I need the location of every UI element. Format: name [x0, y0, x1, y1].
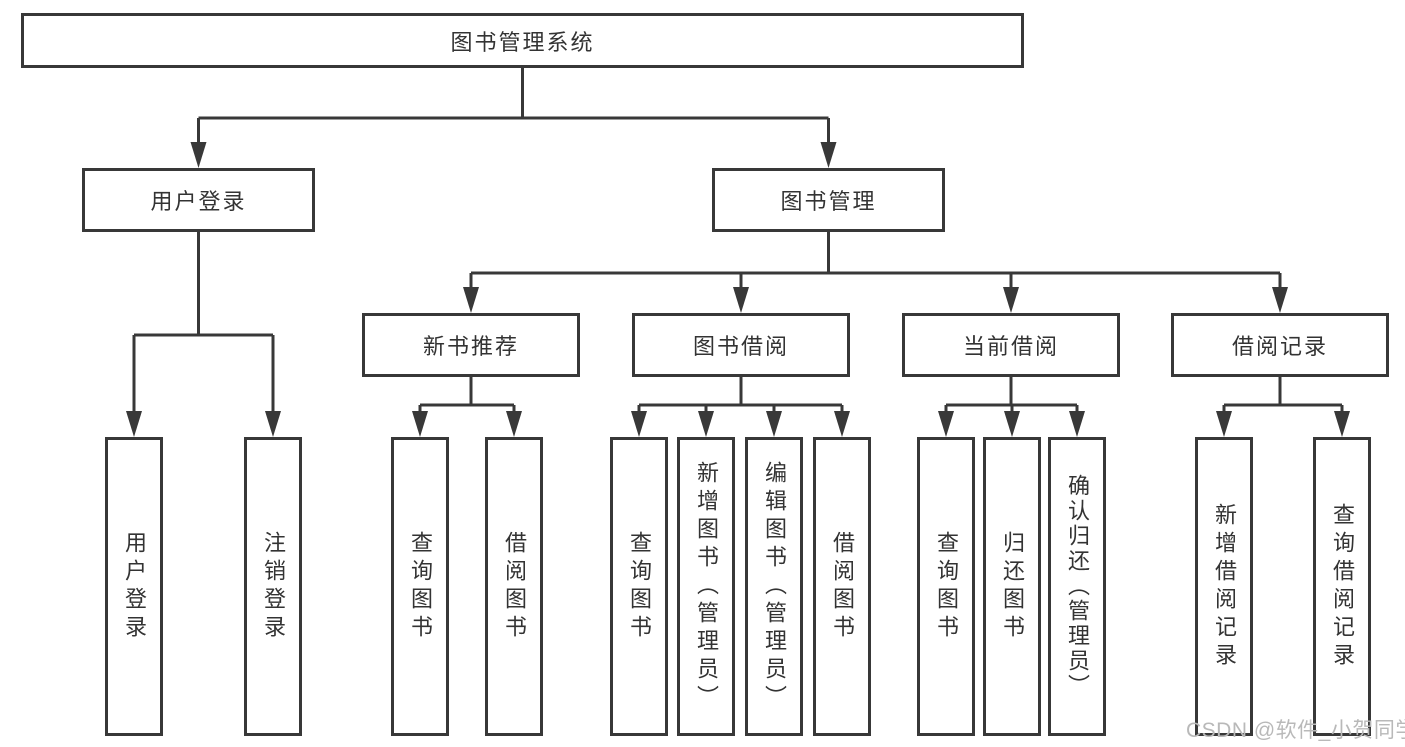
node-label: 用户登录 [150, 189, 247, 214]
leaf-query-borrow-record: 查询借阅记录 [1313, 437, 1371, 736]
node-label: 新书推荐 [422, 334, 519, 359]
node-label: 用户登录 [122, 530, 147, 643]
leaf-query-books-recommend: 查询图书 [391, 437, 449, 736]
node-system-root: 图书管理系统 [21, 13, 1024, 68]
node-book-borrow: 图书借阅 [632, 313, 850, 377]
leaf-add-borrow-record: 新增借阅记录 [1195, 437, 1253, 736]
node-label: 确认归还（管理员） [1065, 474, 1090, 699]
leaf-user-login: 用户登录 [105, 437, 163, 736]
node-label: 借阅记录 [1231, 334, 1328, 359]
node-label: 查询图书 [408, 530, 433, 643]
node-label: 借阅图书 [830, 530, 855, 643]
node-label: 归还图书 [1000, 530, 1025, 643]
node-label: 图书管理 [780, 189, 877, 214]
node-label: 图书借阅 [692, 334, 789, 359]
leaf-return-book: 归还图书 [983, 437, 1041, 736]
leaf-confirm-return-admin: 确认归还（管理员） [1048, 437, 1106, 736]
node-label: 注销登录 [261, 530, 286, 643]
leaf-borrow-books-recommend: 借阅图书 [485, 437, 543, 736]
node-label: 当前借阅 [962, 334, 1059, 359]
node-label: 查询图书 [934, 530, 959, 643]
node-label: 查询图书 [627, 530, 652, 643]
leaf-borrow-books: 借阅图书 [813, 437, 871, 736]
node-user-login: 用户登录 [82, 168, 315, 232]
node-new-book-recommend: 新书推荐 [362, 313, 580, 377]
leaf-query-books-current: 查询图书 [917, 437, 975, 736]
node-label: 新增图书（管理员） [694, 460, 719, 713]
node-label: 借阅图书 [502, 530, 527, 643]
node-label: 查询借阅记录 [1330, 502, 1355, 671]
leaf-query-books-borrow: 查询图书 [610, 437, 668, 736]
node-label: 编辑图书（管理员） [762, 460, 787, 713]
watermark: CSDN @软件_小贺同学 [1186, 719, 1405, 742]
node-current-borrow: 当前借阅 [902, 313, 1120, 377]
leaf-logout: 注销登录 [244, 437, 302, 736]
leaf-edit-book-admin: 编辑图书（管理员） [745, 437, 803, 736]
node-borrow-records: 借阅记录 [1171, 313, 1389, 377]
node-book-management: 图书管理 [712, 168, 945, 232]
node-label: 新增借阅记录 [1212, 502, 1237, 671]
leaf-add-book-admin: 新增图书（管理员） [677, 437, 735, 736]
node-label: 图书管理系统 [450, 29, 595, 55]
